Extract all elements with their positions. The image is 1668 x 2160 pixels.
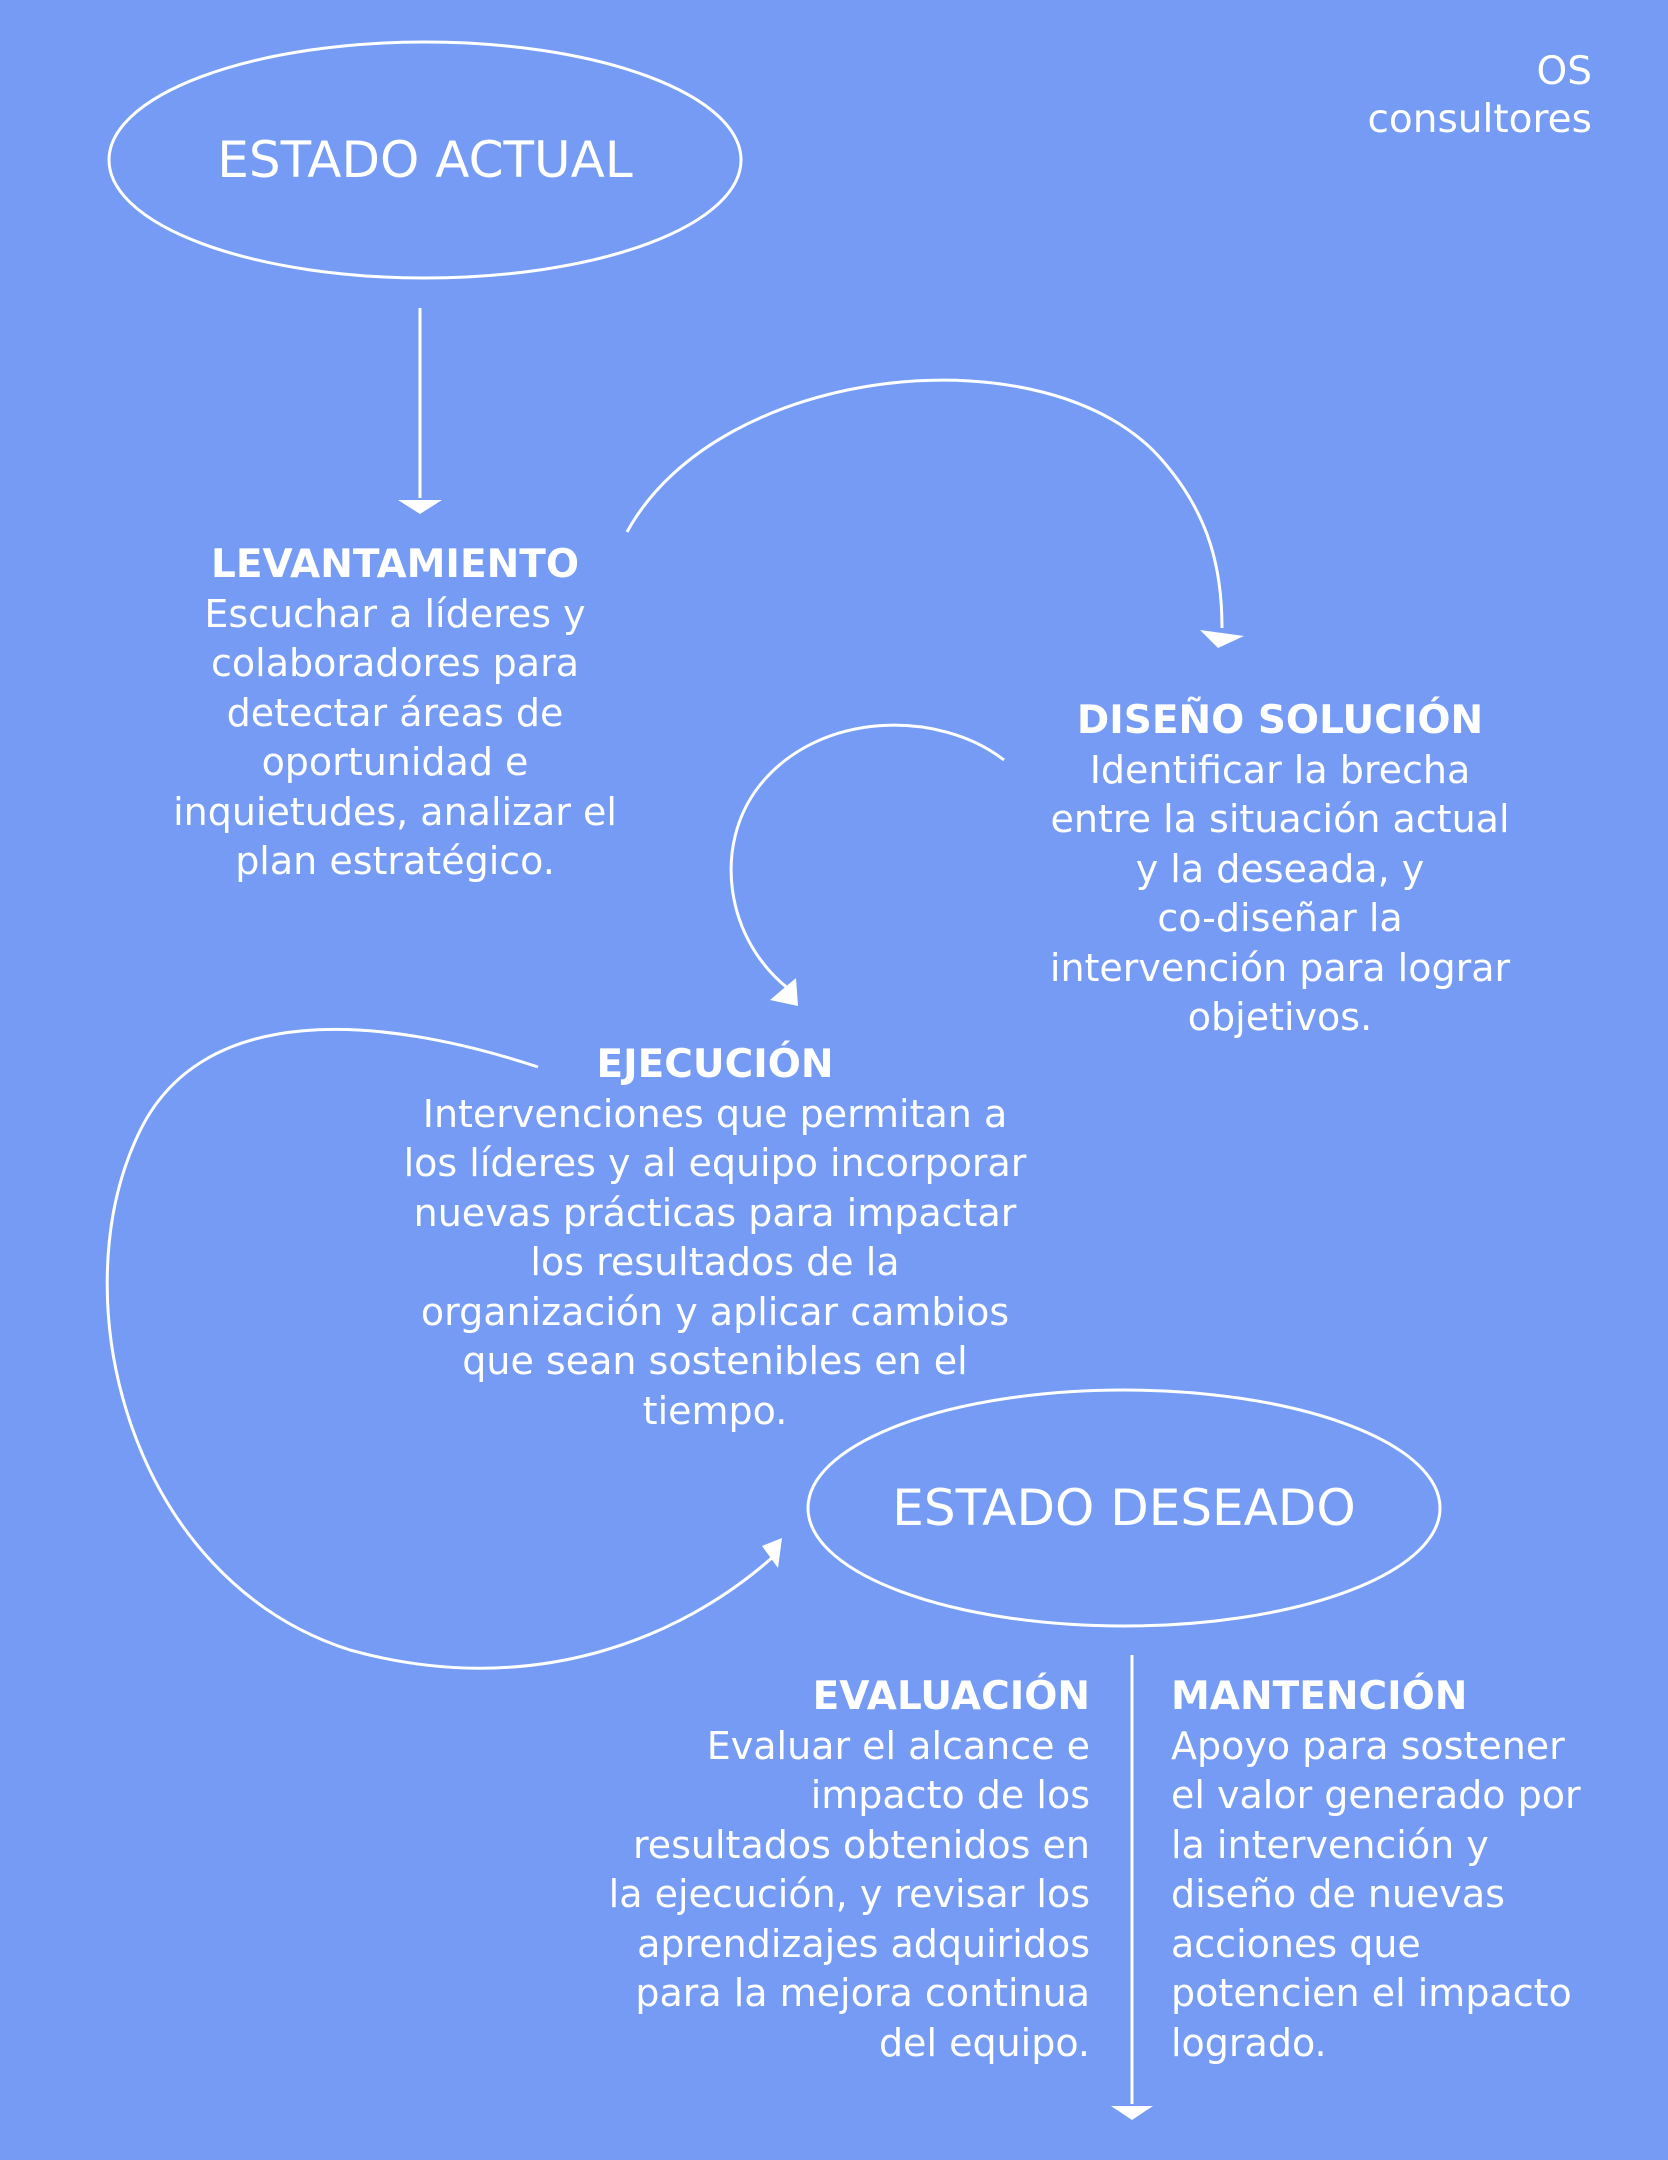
step-mantencion-description: Apoyo para sostener el valor generado po… [1171,1723,1581,2065]
arrowhead-levantamiento [398,500,442,514]
arrow-diseno-to-ejecucion [729,723,1005,992]
arrowhead-deseado [762,1538,782,1568]
step-ejecucion-description: Intervenciones que permitan a los lídere… [403,1091,1027,1433]
step-diseno-solucion: DISEÑO SOLUCIÓN Identificar la brecha en… [980,696,1580,1043]
step-levantamiento: LEVANTAMIENTO Escuchar a líderes y colab… [95,540,695,887]
step-evaluacion-description: Evaluar el alcance e impacto de los resu… [608,1723,1090,2065]
arrowhead-mantencion [1111,2106,1153,2120]
step-evaluacion: EVALUACIÓN Evaluar el alcance e impacto … [490,1672,1090,2068]
step-ejecucion-title: EJECUCIÓN [596,1042,834,1087]
estado-deseado-label: ESTADO DESEADO [892,1479,1356,1537]
brand-line-1: OS [1536,49,1592,94]
step-mantencion-title: MANTENCIÓN [1171,1674,1468,1719]
step-diseno-solucion-title: DISEÑO SOLUCIÓN [1076,698,1484,743]
arrow-levantamiento-to-diseno [625,378,1224,629]
step-ejecucion: EJECUCIÓN Intervenciones que permitan a … [365,1040,1065,1436]
brand-line-2: consultores [1367,97,1592,142]
step-mantencion: MANTENCIÓN Apoyo para sostener el valor … [1171,1672,1641,2068]
step-levantamiento-description: Escuchar a líderes y colaboradores para … [173,591,617,884]
arrow-ejecucion-to-deseado [105,1027,775,1670]
brand-logo: OS consultores [1292,48,1592,144]
estado-actual-label: ESTADO ACTUAL [217,131,633,189]
estado-actual-ellipse [107,40,743,280]
estado-deseado-ellipse [806,1388,1442,1628]
arrowhead-ejecucion [770,978,798,1006]
step-evaluacion-title: EVALUACIÓN [812,1674,1090,1719]
step-diseno-solucion-description: Identificar la brecha entre la situación… [1049,747,1511,1040]
arrowhead-diseno [1200,630,1244,648]
step-levantamiento-title: LEVANTAMIENTO [211,542,579,587]
